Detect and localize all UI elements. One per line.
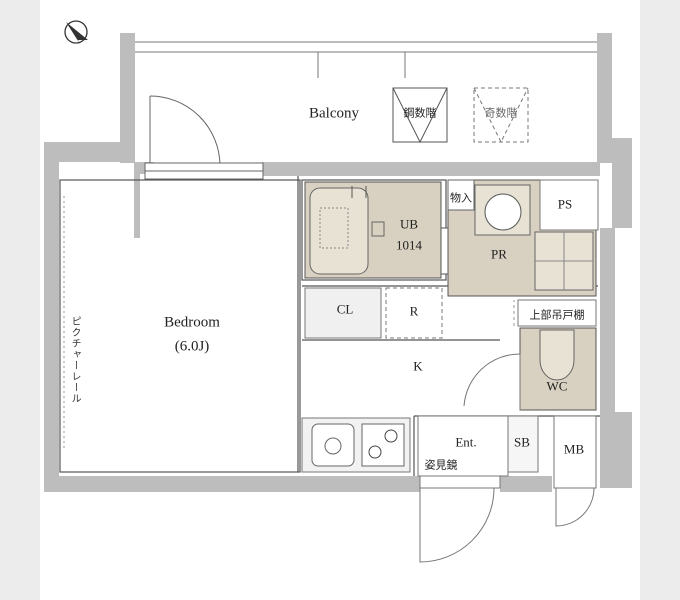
shoe-box-label: SB: [514, 434, 530, 450]
bedroom-label: Bedroom: [164, 314, 220, 331]
balcony-door: [144, 95, 264, 180]
entrance: [417, 415, 597, 563]
unit-bath-label: UB: [399, 216, 419, 232]
mirror-label: 姿見鏡: [424, 459, 458, 472]
powder-room-label: PR: [491, 246, 507, 262]
walls: [44, 33, 632, 492]
kitchen-label: K: [413, 358, 423, 374]
pipe-shaft-label: PS: [557, 196, 573, 212]
pipe-shaft: [539, 179, 599, 231]
bedroom-size: (6.0J): [174, 338, 210, 355]
unit-bath-size: 1014: [396, 237, 422, 253]
stair-odd-label: 奇数階: [484, 107, 518, 120]
stair-marker-down: [392, 87, 448, 144]
meter-box-label: MB: [563, 441, 585, 457]
unit-bath: [304, 181, 452, 279]
north-arrow-icon: [64, 20, 88, 44]
kitchen-counter: [301, 417, 411, 473]
storage-label: 物入: [450, 192, 472, 205]
balcony-rail: [135, 41, 597, 78]
refrigerator-label: R: [409, 303, 419, 319]
closet: [304, 287, 382, 339]
balcony-label: Balcony: [309, 105, 359, 122]
stair-marker-odd: [473, 87, 529, 144]
picture-rail-label: ピクチャーレール: [69, 316, 80, 404]
upper-shelf-label: 上部吊戸棚: [529, 309, 585, 322]
closet-label: CL: [336, 301, 354, 317]
entrance-label: Ent.: [455, 434, 477, 450]
refrigerator-space: [385, 287, 443, 339]
toilet-room: [463, 299, 597, 411]
toilet-label: WC: [546, 378, 568, 394]
stair-down-label: 鋼数階: [403, 107, 437, 120]
